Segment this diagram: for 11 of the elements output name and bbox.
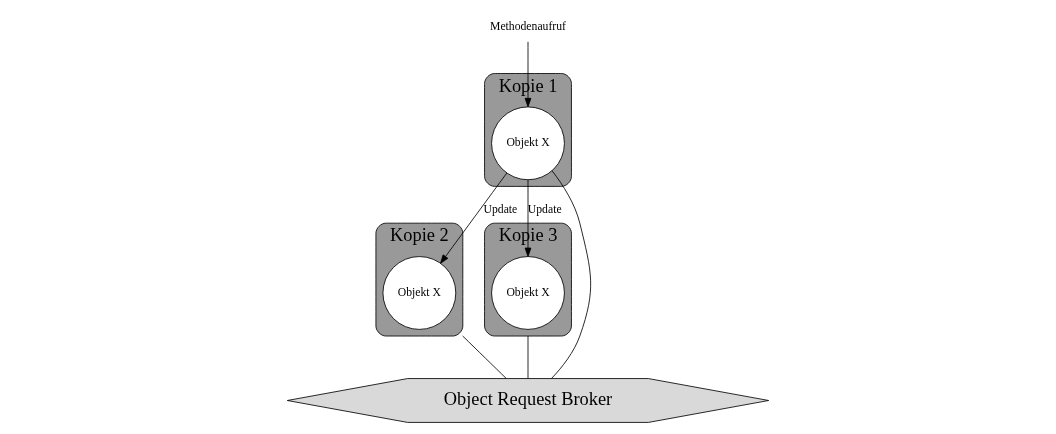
node-text: Methodenaufruf (490, 19, 566, 33)
arrow (524, 179, 532, 257)
arrow (524, 41, 532, 108)
arrow (440, 172, 508, 264)
edge-label: Update (527, 203, 562, 217)
connector (551, 170, 591, 379)
connector (527, 335, 529, 379)
connector (462, 335, 507, 379)
node-circle: Objekt X (491, 106, 565, 181)
edge-label: Update (483, 203, 518, 217)
node-circle: Objekt X (491, 256, 565, 330)
